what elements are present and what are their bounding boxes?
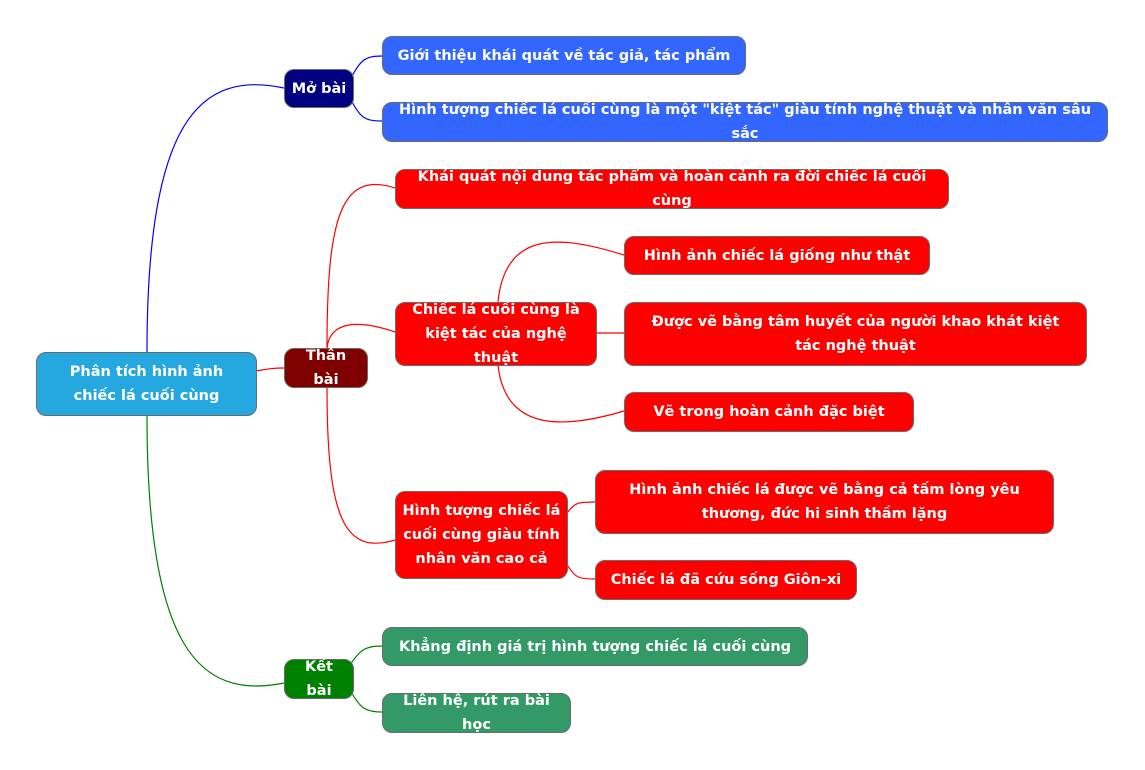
link-than-bai-1	[326, 183, 396, 349]
than-bai-item-3[interactable]: Hình tượng chiếc lá cuối cùng giàu tính …	[395, 491, 568, 579]
node-label: Liên hệ, rút ra bài học	[403, 693, 550, 733]
ket-bai-item-1[interactable]: Khẳng định giá trị hình tượng chiếc lá c…	[382, 627, 808, 666]
link-mo-bai-1	[349, 55, 383, 81]
mo-bai-item-1[interactable]: Giới thiệu khái quát về tác giả, tác phẩ…	[382, 36, 746, 75]
link-mo-bai-2	[349, 97, 383, 122]
than-bai-item-2-1[interactable]: Hình ảnh chiếc lá giống như thật	[624, 236, 930, 275]
link-than-bai-3	[326, 387, 396, 544]
link-t3-a	[567, 501, 596, 513]
link-than-bai-2	[326, 323, 396, 349]
node-label: Khái quát nội dung tác phẩm và hoàn cảnh…	[417, 169, 927, 209]
branch-label: Thân bài	[305, 348, 347, 388]
node-label: Chiếc lá đã cứu sống Giôn-xi	[610, 572, 842, 588]
link-root-than-bai	[255, 367, 285, 372]
link-t2-a	[497, 241, 625, 303]
mo-bai-item-2[interactable]: Hình tượng chiếc lá cuối cùng là một "ki…	[382, 102, 1108, 142]
branch-label: Kết bài	[304, 659, 333, 699]
node-label: Vẽ trong hoàn cảnh đặc biệt	[653, 404, 885, 420]
branch-than-bai[interactable]: Thân bài	[284, 348, 368, 388]
root-label: Phân tích hình ảnh chiếc lá cuối cùng	[69, 364, 224, 404]
than-bai-item-2-3[interactable]: Vẽ trong hoàn cảnh đặc biệt	[624, 392, 914, 432]
link-root-mo-bai	[146, 84, 285, 353]
node-label: Được vẽ bằng tâm huyết của người khao kh…	[651, 314, 1060, 354]
ket-bai-item-2[interactable]: Liên hệ, rút ra bài học	[382, 693, 571, 733]
node-label: Giới thiệu khái quát về tác giả, tác phẩ…	[397, 47, 731, 64]
than-bai-item-1[interactable]: Khái quát nội dung tác phẩm và hoàn cảnh…	[395, 169, 949, 209]
node-label: Hình tượng chiếc lá cuối cùng là một "ki…	[398, 102, 1092, 142]
link-t3-b	[567, 565, 596, 580]
than-bai-item-2[interactable]: Chiếc lá cuối cùng là kiệt tác của nghệ …	[395, 302, 597, 366]
than-bai-item-3-1[interactable]: Hình ảnh chiếc lá được vẽ bằng cả tấm lò…	[595, 470, 1054, 534]
branch-mo-bai[interactable]: Mở bài	[284, 69, 354, 108]
node-label: Chiếc lá cuối cùng là kiệt tác của nghệ …	[412, 302, 580, 366]
than-bai-item-2-2[interactable]: Được vẽ bằng tâm huyết của người khao kh…	[624, 302, 1087, 366]
node-label: Hình tượng chiếc lá cuối cùng giàu tính …	[402, 503, 561, 567]
link-t2-c	[497, 364, 625, 423]
link-ket-bai-1	[349, 645, 383, 666]
link-ket-bai-2	[349, 689, 383, 713]
than-bai-item-3-2[interactable]: Chiếc lá đã cứu sống Giôn-xi	[595, 560, 857, 600]
node-label: Hình ảnh chiếc lá giống như thật	[643, 247, 911, 264]
branch-label: Mở bài	[291, 80, 347, 97]
node-label: Khẳng định giá trị hình tượng chiếc lá c…	[398, 638, 792, 655]
branch-ket-bai[interactable]: Kết bài	[284, 659, 354, 699]
link-root-ket-bai	[146, 414, 285, 687]
node-label: Hình ảnh chiếc lá được vẽ bằng cả tấm lò…	[629, 482, 1020, 522]
root-node[interactable]: Phân tích hình ảnh chiếc lá cuối cùng	[36, 352, 257, 416]
